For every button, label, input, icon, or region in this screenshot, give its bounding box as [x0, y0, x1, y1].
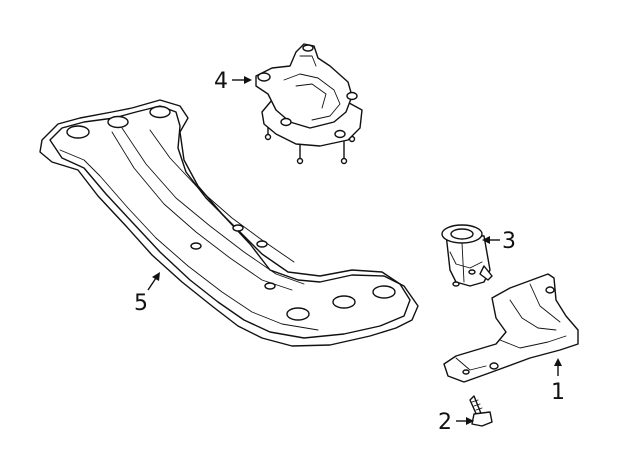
callout-1: 1 — [551, 358, 565, 405]
crossmember-part-5[interactable] — [39, 99, 419, 347]
transmission-mount-part-4[interactable] — [255, 43, 363, 165]
callout-5: 5 — [134, 272, 160, 316]
callout-label-2: 2 — [438, 410, 452, 435]
callout-label-5: 5 — [134, 291, 148, 316]
callout-4: 4 — [214, 69, 252, 94]
callout-label-4: 4 — [214, 69, 228, 94]
bushing-part-3[interactable] — [441, 224, 493, 287]
callout-2: 2 — [438, 410, 474, 435]
callout-label-1: 1 — [551, 380, 565, 405]
bolt-part-2[interactable] — [469, 395, 493, 427]
bracket-part-1[interactable] — [443, 273, 579, 383]
callout-label-3: 3 — [502, 229, 516, 254]
callout-3: 3 — [482, 229, 516, 254]
